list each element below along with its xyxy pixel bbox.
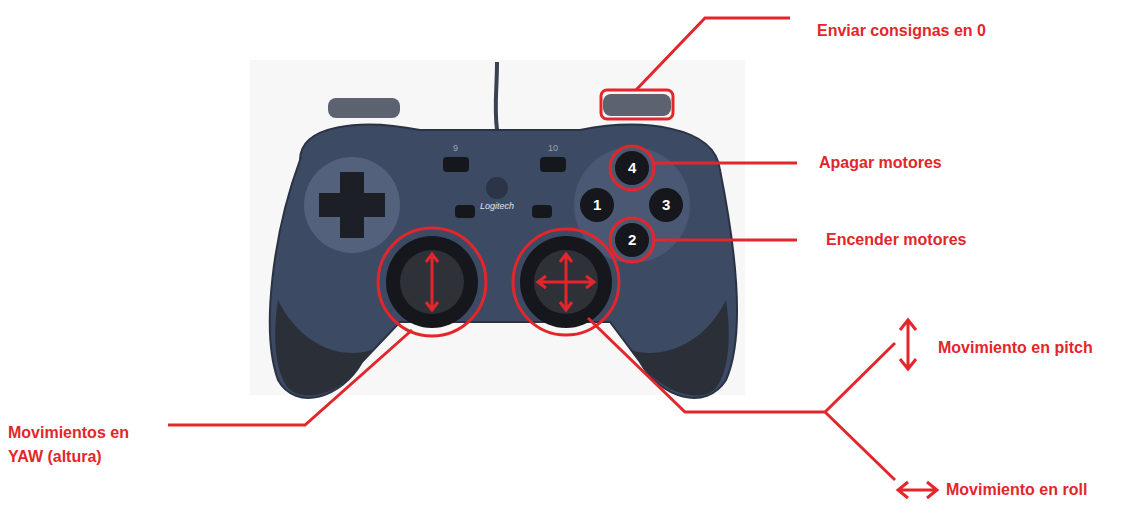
cross-arrow [538,254,594,310]
highlight-circle [610,146,654,190]
callout-label: Apagar motores [819,151,942,175]
highlight-circle [513,229,619,335]
leader-line [168,330,412,425]
leader-line [654,162,797,165]
double-arrow [426,254,438,310]
callout-label: Enviar consignas en 0 [817,19,986,43]
dpad-cross [319,172,385,238]
button-number: 10 [548,143,558,153]
leader-line [588,318,895,480]
button-number: 3 [662,197,670,213]
face-button [580,188,614,222]
button-number: 9 [453,143,458,153]
dpad-base [304,157,400,253]
button-number: 2 [628,232,636,248]
annotations [168,18,937,498]
highlight-circle [610,218,654,262]
face-button [649,188,683,222]
left-stick-cap [400,250,464,314]
callout-label: Movimiento en pitch [938,336,1093,360]
right-shoulder-button [603,94,671,116]
highlight-circle [378,228,486,336]
right-grip [630,300,729,396]
button-number: 4 [628,160,636,176]
left-shoulder-button [328,98,400,118]
button-number: 1 [593,197,601,213]
double-arrow [898,482,937,498]
left-grip [275,300,372,396]
small-button [443,157,469,172]
highlight-box [601,90,673,119]
small-button [455,205,475,218]
logo-badge [486,177,508,199]
right-stick [520,236,612,328]
face-button [615,223,649,257]
callout-label: Movimiento en roll [946,478,1087,502]
small-button [532,205,552,218]
brand-text: Logitech [480,201,514,211]
double-arrow [900,320,916,369]
left-stick [386,236,478,328]
leader-line [636,18,790,90]
callout-label: Movimientos en YAW (altura) [8,421,158,469]
small-button [540,157,566,172]
right-stick-cap [534,250,598,314]
face-button [615,151,649,185]
leader-line [654,239,797,242]
callout-label: Encender motores [826,228,966,252]
controller-body [270,125,737,398]
cable [496,62,497,130]
